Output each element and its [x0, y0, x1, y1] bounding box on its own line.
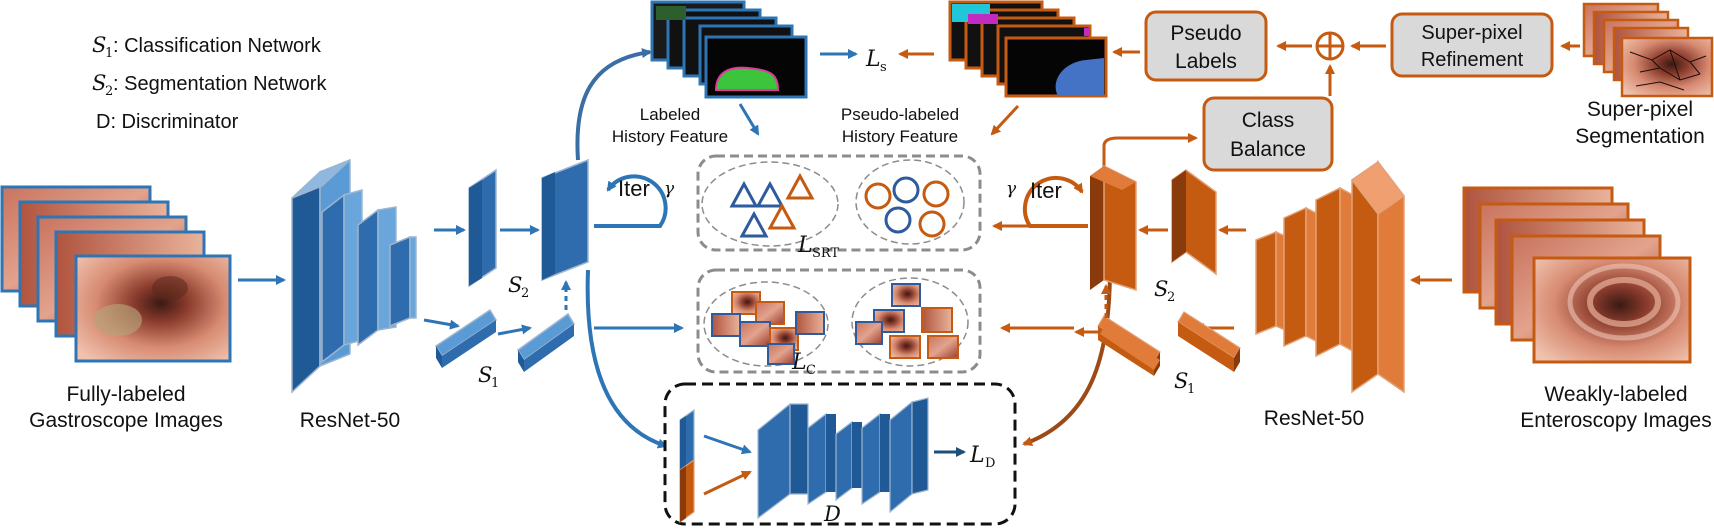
- srt-loss-box: L SRT: [696, 154, 982, 261]
- legend-s1-symbol: S: [92, 33, 106, 57]
- lc-symbol: L: [791, 350, 807, 375]
- s1-left-symbol: S: [478, 363, 492, 387]
- legend-s1-sub: 1: [105, 46, 113, 61]
- s1-block-left-1: [434, 308, 498, 368]
- s1-block-right-1b: [1177, 311, 1241, 372]
- class-balance-line1: Class: [1242, 109, 1295, 132]
- labeled-history-line1: Labeled: [640, 105, 701, 124]
- resnet-left: [291, 158, 417, 394]
- plus-operator: [1315, 31, 1345, 61]
- pseudo-labels-line2: Labels: [1175, 50, 1237, 73]
- legend-s2-sub: 2: [105, 84, 113, 99]
- iter-loop-left: [594, 174, 668, 228]
- legend: S 1 : Classification Network S 2 : Segme…: [92, 33, 327, 133]
- s2-left-sub: 2: [521, 286, 529, 301]
- discriminator-symbol: D: [823, 502, 841, 526]
- refinement-line1: Super-pixel: [1421, 22, 1522, 44]
- gamma-right: γ: [1006, 179, 1017, 199]
- arrow-labeled-history-down: [738, 103, 760, 136]
- s1-block-left-2: [517, 312, 575, 372]
- arrow-s2-to-discriminator-left: [585, 269, 668, 449]
- refinement-line2: Refinement: [1421, 49, 1524, 71]
- superpixel-refinement-box: Super-pixel Refinement: [1390, 12, 1554, 78]
- legend-d-text: D: Discriminator: [96, 111, 239, 133]
- superpixel-seg-line2: Segmentation: [1575, 125, 1705, 148]
- gastroscope-label-line2: Gastroscope Images: [29, 409, 223, 432]
- iter-left-label: Iter: [618, 176, 650, 201]
- arrow-disc-blue-input: [703, 434, 752, 455]
- s1-right-symbol: S: [1174, 369, 1188, 393]
- labeled-mask-stack: [650, 0, 808, 99]
- pseudo-history-line1: Pseudo-labeled: [841, 105, 959, 124]
- s1-block-right-1: [1100, 324, 1160, 370]
- s2-right-sub: 2: [1167, 290, 1175, 305]
- arrow-s1a-to-s1b-left: [497, 324, 532, 336]
- iter-right-label: Iter: [1030, 178, 1062, 203]
- superpixel-image-stack: [1582, 2, 1714, 98]
- labeled-history-line2: History Feature: [612, 127, 728, 146]
- lc-loss-box: L C: [696, 268, 982, 378]
- superpixel-seg-line1: Super-pixel: [1587, 98, 1693, 121]
- arrow-resnet-to-s1-left: [423, 318, 460, 330]
- pseudo-labels-line1: Pseudo: [1170, 22, 1241, 45]
- arrow-s2-to-discriminator-right: [1022, 267, 1112, 446]
- gastroscope-image-stack: [0, 185, 232, 363]
- pseudo-labels-box: Pseudo Labels: [1144, 10, 1268, 82]
- lsrt-symbol: L: [797, 233, 813, 258]
- ls-symbol: L: [865, 47, 881, 72]
- arrow-s2-to-classbalance: [1102, 133, 1198, 168]
- s2-block-right-2: [1090, 164, 1137, 292]
- pseudo-mask-stack: [948, 0, 1108, 98]
- resnet-right: [1255, 159, 1406, 394]
- gamma-left: γ: [664, 179, 675, 199]
- class-balance-box: Class Balance: [1202, 96, 1334, 172]
- ls-sub: s: [880, 60, 887, 75]
- discriminator-box: L D D: [663, 382, 1017, 526]
- s1-left-sub: 1: [491, 376, 499, 391]
- gastroscope-label-line1: Fully-labeled: [66, 383, 185, 406]
- arrow-pseudo-history-down: [990, 104, 1020, 136]
- legend-s2-symbol: S: [92, 71, 106, 95]
- enteroscopy-label-line2: Enteroscopy Images: [1520, 409, 1711, 432]
- s2-left-symbol: S: [508, 273, 522, 297]
- legend-s2-text: : Segmentation Network: [113, 73, 327, 95]
- ld-sub: D: [985, 456, 995, 471]
- resnet-right-label: ResNet-50: [1264, 407, 1364, 430]
- resnet-left-label: ResNet-50: [300, 409, 400, 432]
- class-balance-line2: Balance: [1230, 138, 1306, 161]
- s2-right-symbol: S: [1154, 277, 1168, 301]
- pseudo-history-line2: History Feature: [842, 127, 958, 146]
- legend-s1-text: : Classification Network: [113, 35, 322, 57]
- enteroscopy-image-stack: [1462, 186, 1692, 364]
- s2-block-left-1: [468, 168, 497, 288]
- enteroscopy-label-line1: Weakly-labeled: [1544, 383, 1687, 406]
- arrow-s2-to-labeled-history: [575, 48, 652, 161]
- ld-symbol: L: [969, 443, 985, 468]
- iter-loop-right: [1022, 175, 1088, 228]
- arrow-disc-orange-input: [703, 470, 752, 496]
- s2-block-left-2: [541, 158, 589, 282]
- s1-right-sub: 1: [1187, 382, 1195, 397]
- lsrt-sub: SRT: [812, 246, 839, 261]
- lc-sub: C: [806, 363, 816, 378]
- s2-block-right-1: [1171, 169, 1217, 276]
